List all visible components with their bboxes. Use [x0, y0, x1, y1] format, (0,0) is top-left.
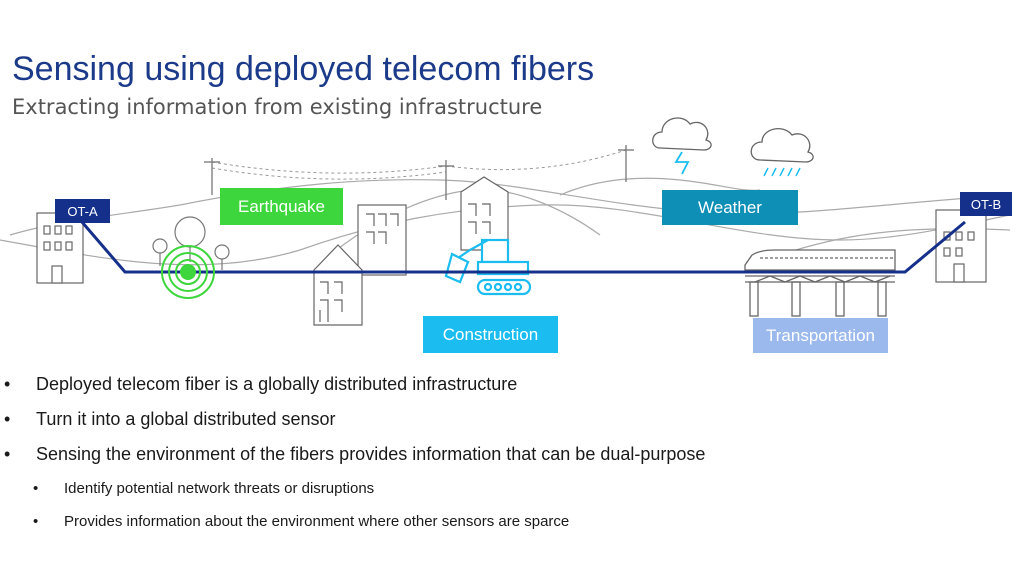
bullet-list: Deployed telecom fiber is a globally dis… [0, 370, 705, 541]
sub-bullet-item: Identify potential network threats or di… [0, 477, 705, 508]
ot-a-label: OT-A [55, 199, 110, 223]
rain-cloud-icon [750, 128, 814, 177]
excavator-icon [444, 238, 532, 296]
deployed-fiber-line [80, 220, 966, 274]
sub-bullet-item: Provides information about the environme… [0, 510, 705, 541]
building-ot-a [36, 212, 84, 284]
power-lines [211, 149, 627, 180]
earthquake-label: Earthquake [220, 188, 343, 225]
earthquake-epicenter-icon [161, 245, 215, 299]
ot-b-label: OT-B [960, 192, 1012, 216]
slide-title: Sensing using deployed telecom fibers [12, 50, 595, 88]
bullet-item: Turn it into a global distributed sensor [0, 405, 705, 440]
weather-label: Weather [662, 190, 798, 225]
train-bridge-icon [744, 249, 896, 317]
slide-subtitle: Extracting information from existing inf… [12, 95, 543, 119]
building-ot-b [935, 209, 987, 283]
city-buildings [313, 176, 509, 326]
trees [152, 216, 230, 270]
utility-poles [204, 145, 634, 200]
fiber-landscape-illustration [0, 117, 1011, 326]
transportation-label: Transportation [753, 318, 888, 353]
construction-label: Construction [423, 316, 558, 353]
bullet-item: Deployed telecom fiber is a globally dis… [0, 370, 705, 405]
storm-cloud-icon [652, 117, 712, 175]
bullet-item: Sensing the environment of the fibers pr… [0, 440, 705, 475]
